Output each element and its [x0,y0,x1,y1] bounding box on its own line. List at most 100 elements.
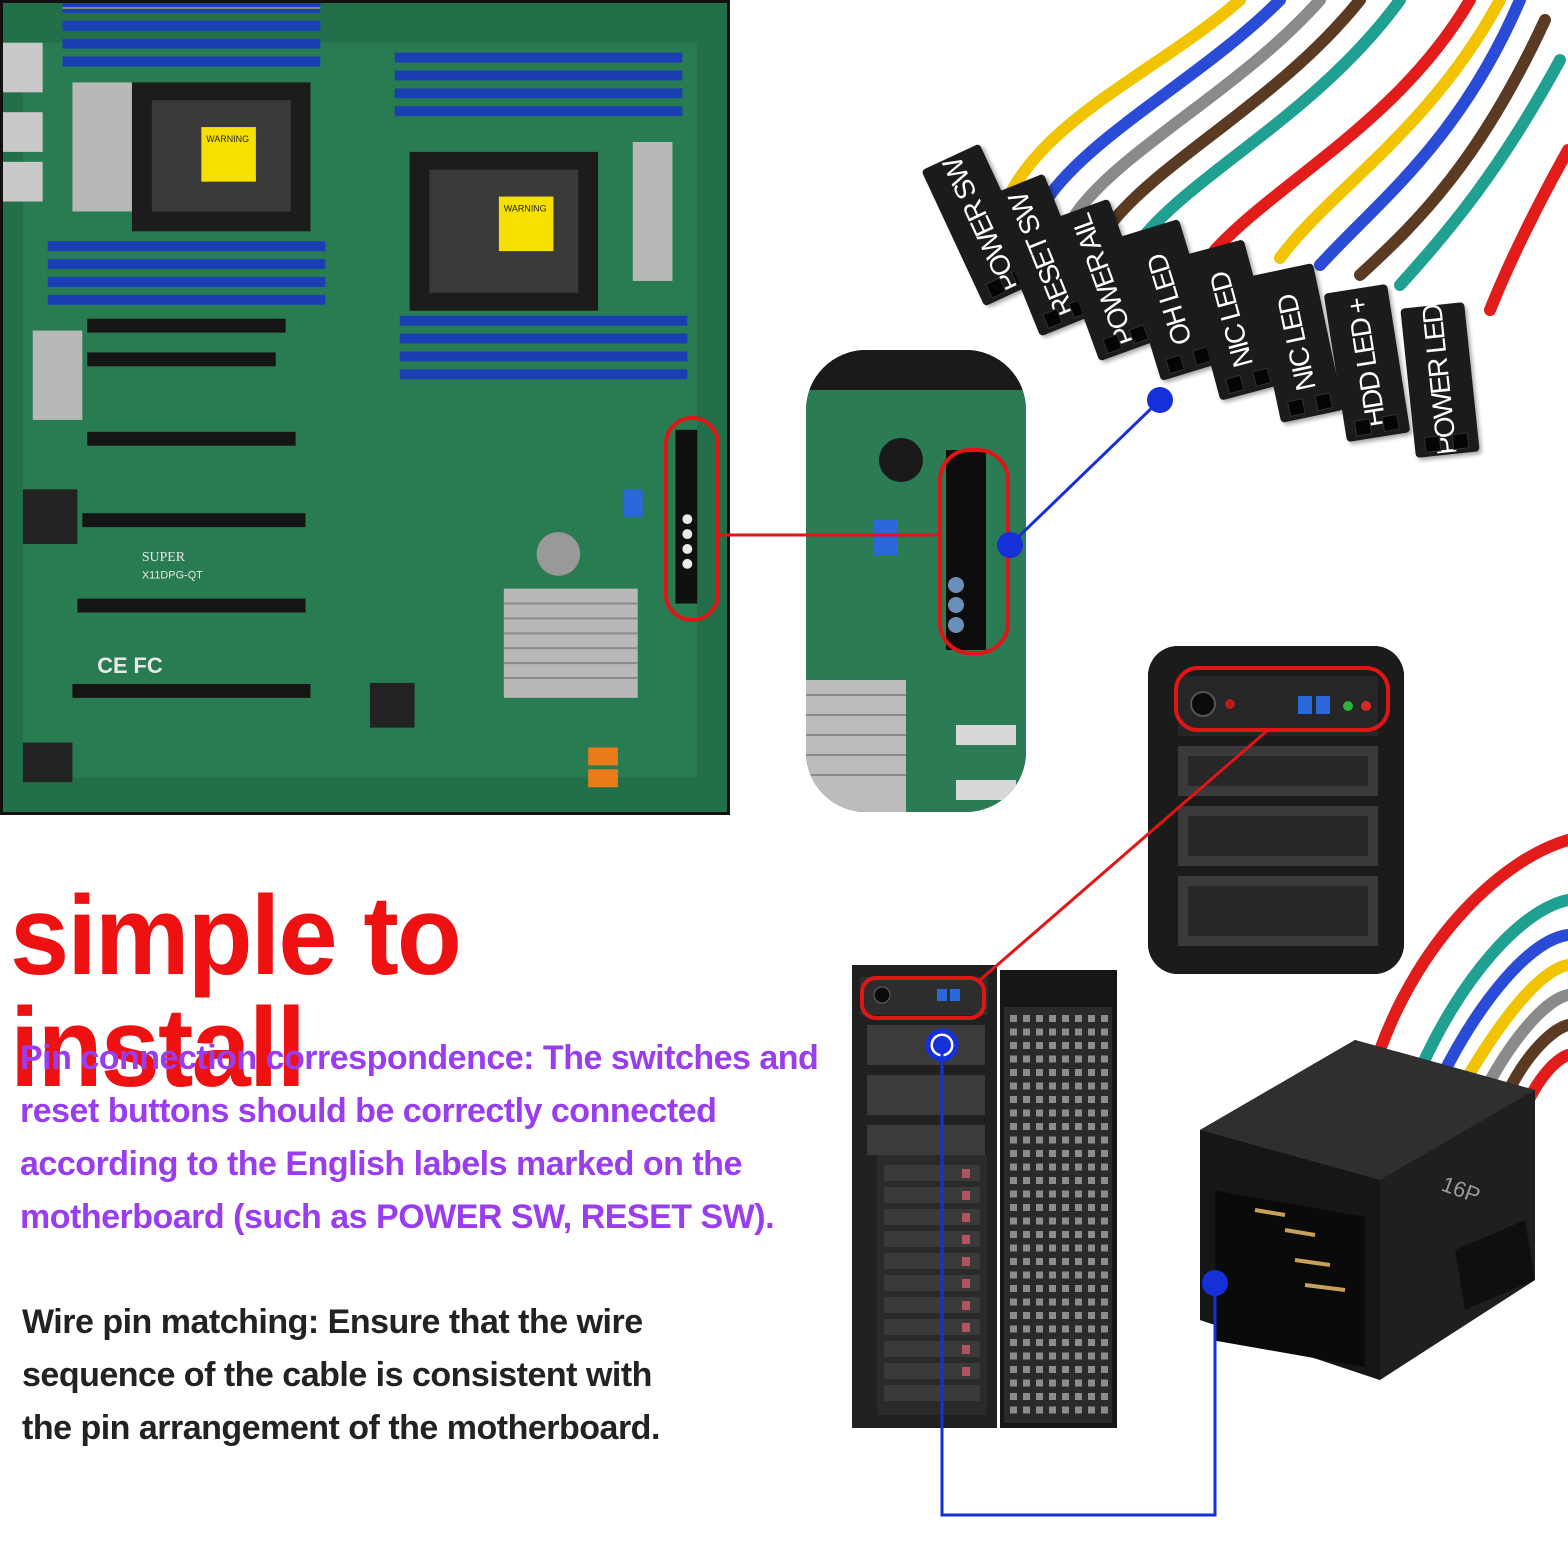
door-perforation [1010,1123,1017,1130]
door-perforation [1101,1366,1108,1373]
door-perforation [1049,1231,1056,1238]
door-perforation [1075,1028,1082,1036]
door-perforation [1010,1042,1017,1049]
door-perforation [1010,1231,1017,1238]
door-perforation [1075,1096,1082,1103]
door-perforation [1010,1177,1017,1184]
door-perforation [1010,1109,1017,1117]
door-perforation [1062,1217,1069,1225]
door-perforation [1088,1217,1095,1225]
door-perforation [1101,1325,1108,1333]
door-perforation [1010,1258,1017,1265]
door-perforation [1101,1312,1108,1319]
door-perforation [1049,1339,1056,1346]
door-perforation [1088,1325,1095,1333]
door-perforation [1010,1028,1017,1036]
door-perforation [1036,1312,1043,1319]
door-perforation [1049,1096,1056,1103]
door-perforation [1010,1136,1017,1144]
door-perforation [1062,1163,1069,1171]
door-perforation [1088,1150,1095,1157]
door-perforation [1101,1028,1108,1036]
door-perforation [1049,1393,1056,1400]
door-perforation [1075,1231,1082,1238]
door-perforation [1062,1325,1069,1333]
door-perforation [1036,1325,1043,1333]
door-perforation [1075,1298,1082,1306]
case-front-panel-zoom [1148,646,1404,974]
door-perforation [1062,1109,1069,1117]
door-perforation [1036,1339,1043,1346]
door-perforation [1075,1325,1082,1333]
door-perforation [1010,1055,1017,1063]
door-perforation [1010,1366,1017,1373]
door-perforation [1101,1217,1108,1225]
door-perforation [1010,1271,1017,1279]
door-perforation [1023,1352,1030,1360]
door-perforation [1036,1136,1043,1144]
door-perforation [1036,1028,1043,1036]
door-perforation [1101,1406,1108,1414]
door-perforation [1010,1082,1017,1090]
door-perforation [1023,1190,1030,1198]
door-perforation [1036,1096,1043,1103]
door-perforation [1049,1217,1056,1225]
connector-label: NIC LED [1271,292,1322,394]
door-perforation [1088,1055,1095,1063]
door-perforation [1088,1163,1095,1171]
door-perforation [1023,1204,1030,1211]
door-perforation [1036,1123,1043,1130]
door-perforation [1023,1109,1030,1117]
case-illustration [852,965,1117,1428]
door-perforation [1049,1366,1056,1373]
door-perforation [1075,1312,1082,1319]
door-perforation [1036,1163,1043,1171]
door-perforation [1075,1055,1082,1063]
door-perforation [1049,1244,1056,1252]
pin-line-2: reset buttons should be correctly connec… [20,1092,717,1130]
door-perforation [1036,1015,1043,1022]
door-perforation [1101,1352,1108,1360]
door-perforation [1075,1352,1082,1360]
door-perforation [1075,1285,1082,1292]
door-perforation [1062,1136,1069,1144]
door-perforation [1062,1150,1069,1157]
door-perforation [1023,1298,1030,1306]
door-perforation [1101,1244,1108,1252]
door-perforation [1101,1231,1108,1238]
door-perforation [1062,1096,1069,1103]
door-perforation [1101,1163,1108,1171]
door-perforation [1088,1204,1095,1211]
door-perforation [1036,1244,1043,1252]
door-perforation [1088,1258,1095,1265]
pin-line-4: motherboard (such as POWER SW, RESET SW)… [20,1198,775,1236]
server-tower-case [852,965,1117,1428]
door-perforation [1036,1298,1043,1306]
door-perforation [1062,1028,1069,1036]
door-perforation [1010,1190,1017,1198]
door-perforation [1049,1271,1056,1279]
door-perforation [1101,1204,1108,1211]
door-perforation [1062,1352,1069,1360]
door-perforation [1062,1042,1069,1049]
door-perforation [1023,1217,1030,1225]
door-perforation [1023,1393,1030,1400]
door-perforation [1088,1190,1095,1198]
door-perforation [1049,1285,1056,1292]
door-perforation [1075,1042,1082,1049]
door-perforation [1062,1055,1069,1063]
door-perforation [1062,1015,1069,1022]
door-perforation [1101,1393,1108,1400]
door-perforation [1049,1042,1056,1049]
door-perforation [1049,1298,1056,1306]
door-perforation [1101,1096,1108,1103]
case-zoom-illustration [1148,646,1404,974]
board-model: X11DPG-QT [142,570,203,582]
door-perforation [1101,1109,1108,1117]
door-perforation [1088,1271,1095,1279]
door-perforation [1088,1136,1095,1144]
motherboard-photo: SUPER X11DPG-QT WARNING WARNING CE FC [0,0,730,815]
door-perforation [1049,1109,1056,1117]
door-perforation [1049,1325,1056,1333]
